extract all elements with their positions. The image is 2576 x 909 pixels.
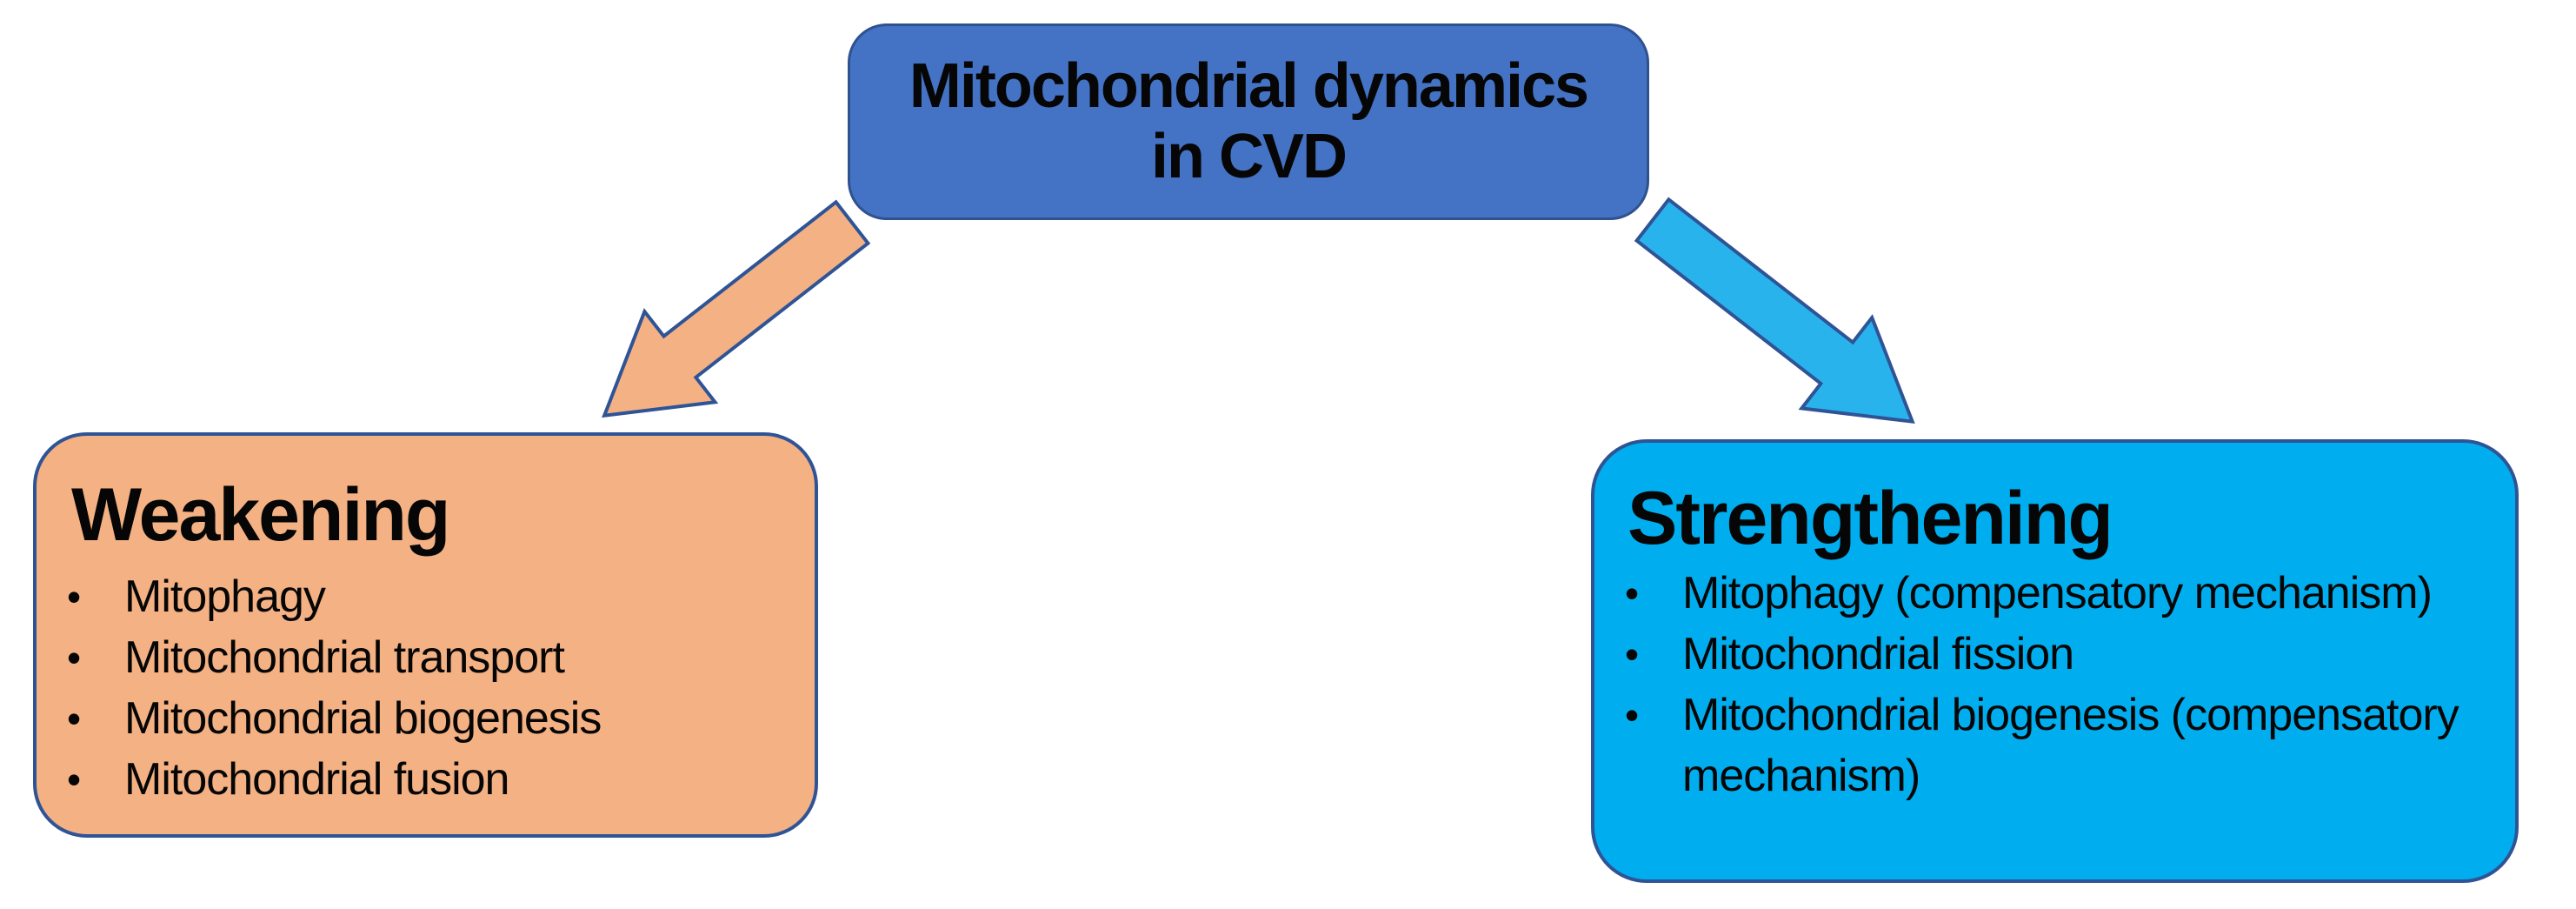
bullet-item: • Mitophagy (compensatory mechanism) (1625, 563, 2496, 624)
bullet-text: Mitophagy (124, 571, 326, 622)
bullet-icon: • (67, 574, 81, 619)
bullet-icon: • (67, 635, 81, 680)
bullet-text: Mitochondrial biogenesis (compensatory m… (1682, 690, 2460, 801)
strengthening-bullet-list: • Mitophagy (compensatory mechanism) • Mito… (1625, 563, 2496, 806)
bullet-icon: • (1625, 571, 1639, 616)
root-title-line2: in CVD (1150, 122, 1348, 191)
bullet-text: Mitophagy (compensatory mechanism) (1682, 568, 2433, 618)
bullet-item: • Mitochondrial biogenesis (67, 688, 797, 749)
weakening-node: Weakening • Mitophagy • Mitochondrial trans… (33, 432, 818, 838)
bullet-icon: • (1625, 692, 1639, 738)
strengthening-heading: Strengthening (1627, 477, 2113, 560)
bullet-item: • Mitophagy (67, 566, 797, 627)
arrow-down-right-icon (1634, 197, 1915, 424)
bullet-text: Mitochondrial fission (1682, 629, 2074, 679)
bullet-text: Mitochondrial transport (124, 632, 565, 683)
weakening-heading: Weakening (71, 473, 450, 557)
arrow-down-left-icon (602, 199, 871, 418)
bullet-item: • Mitochondrial transport (67, 627, 797, 688)
bullet-text: Mitochondrial fusion (124, 754, 509, 805)
bullet-item: • Mitochondrial fusion (67, 749, 797, 810)
weakening-bullet-list: • Mitophagy • Mitochondrial transport • Mitoc… (67, 566, 797, 810)
bullet-icon: • (67, 757, 81, 802)
root-node-mitochondrial-dynamics: Mitochondrial dynamics in CVD (848, 23, 1649, 220)
bullet-icon: • (1625, 632, 1639, 677)
bullet-item: • Mitochondrial fission (1625, 624, 2496, 685)
bullet-icon: • (67, 696, 81, 741)
bullet-text: Mitochondrial biogenesis (124, 693, 602, 744)
strengthening-node: Strengthening • Mitophagy (compensatory m… (1591, 439, 2519, 883)
bullet-item: • Mitochondrial biogenesis (compensatory … (1625, 685, 2496, 806)
root-title-line1: Mitochondrial dynamics (909, 51, 1589, 122)
